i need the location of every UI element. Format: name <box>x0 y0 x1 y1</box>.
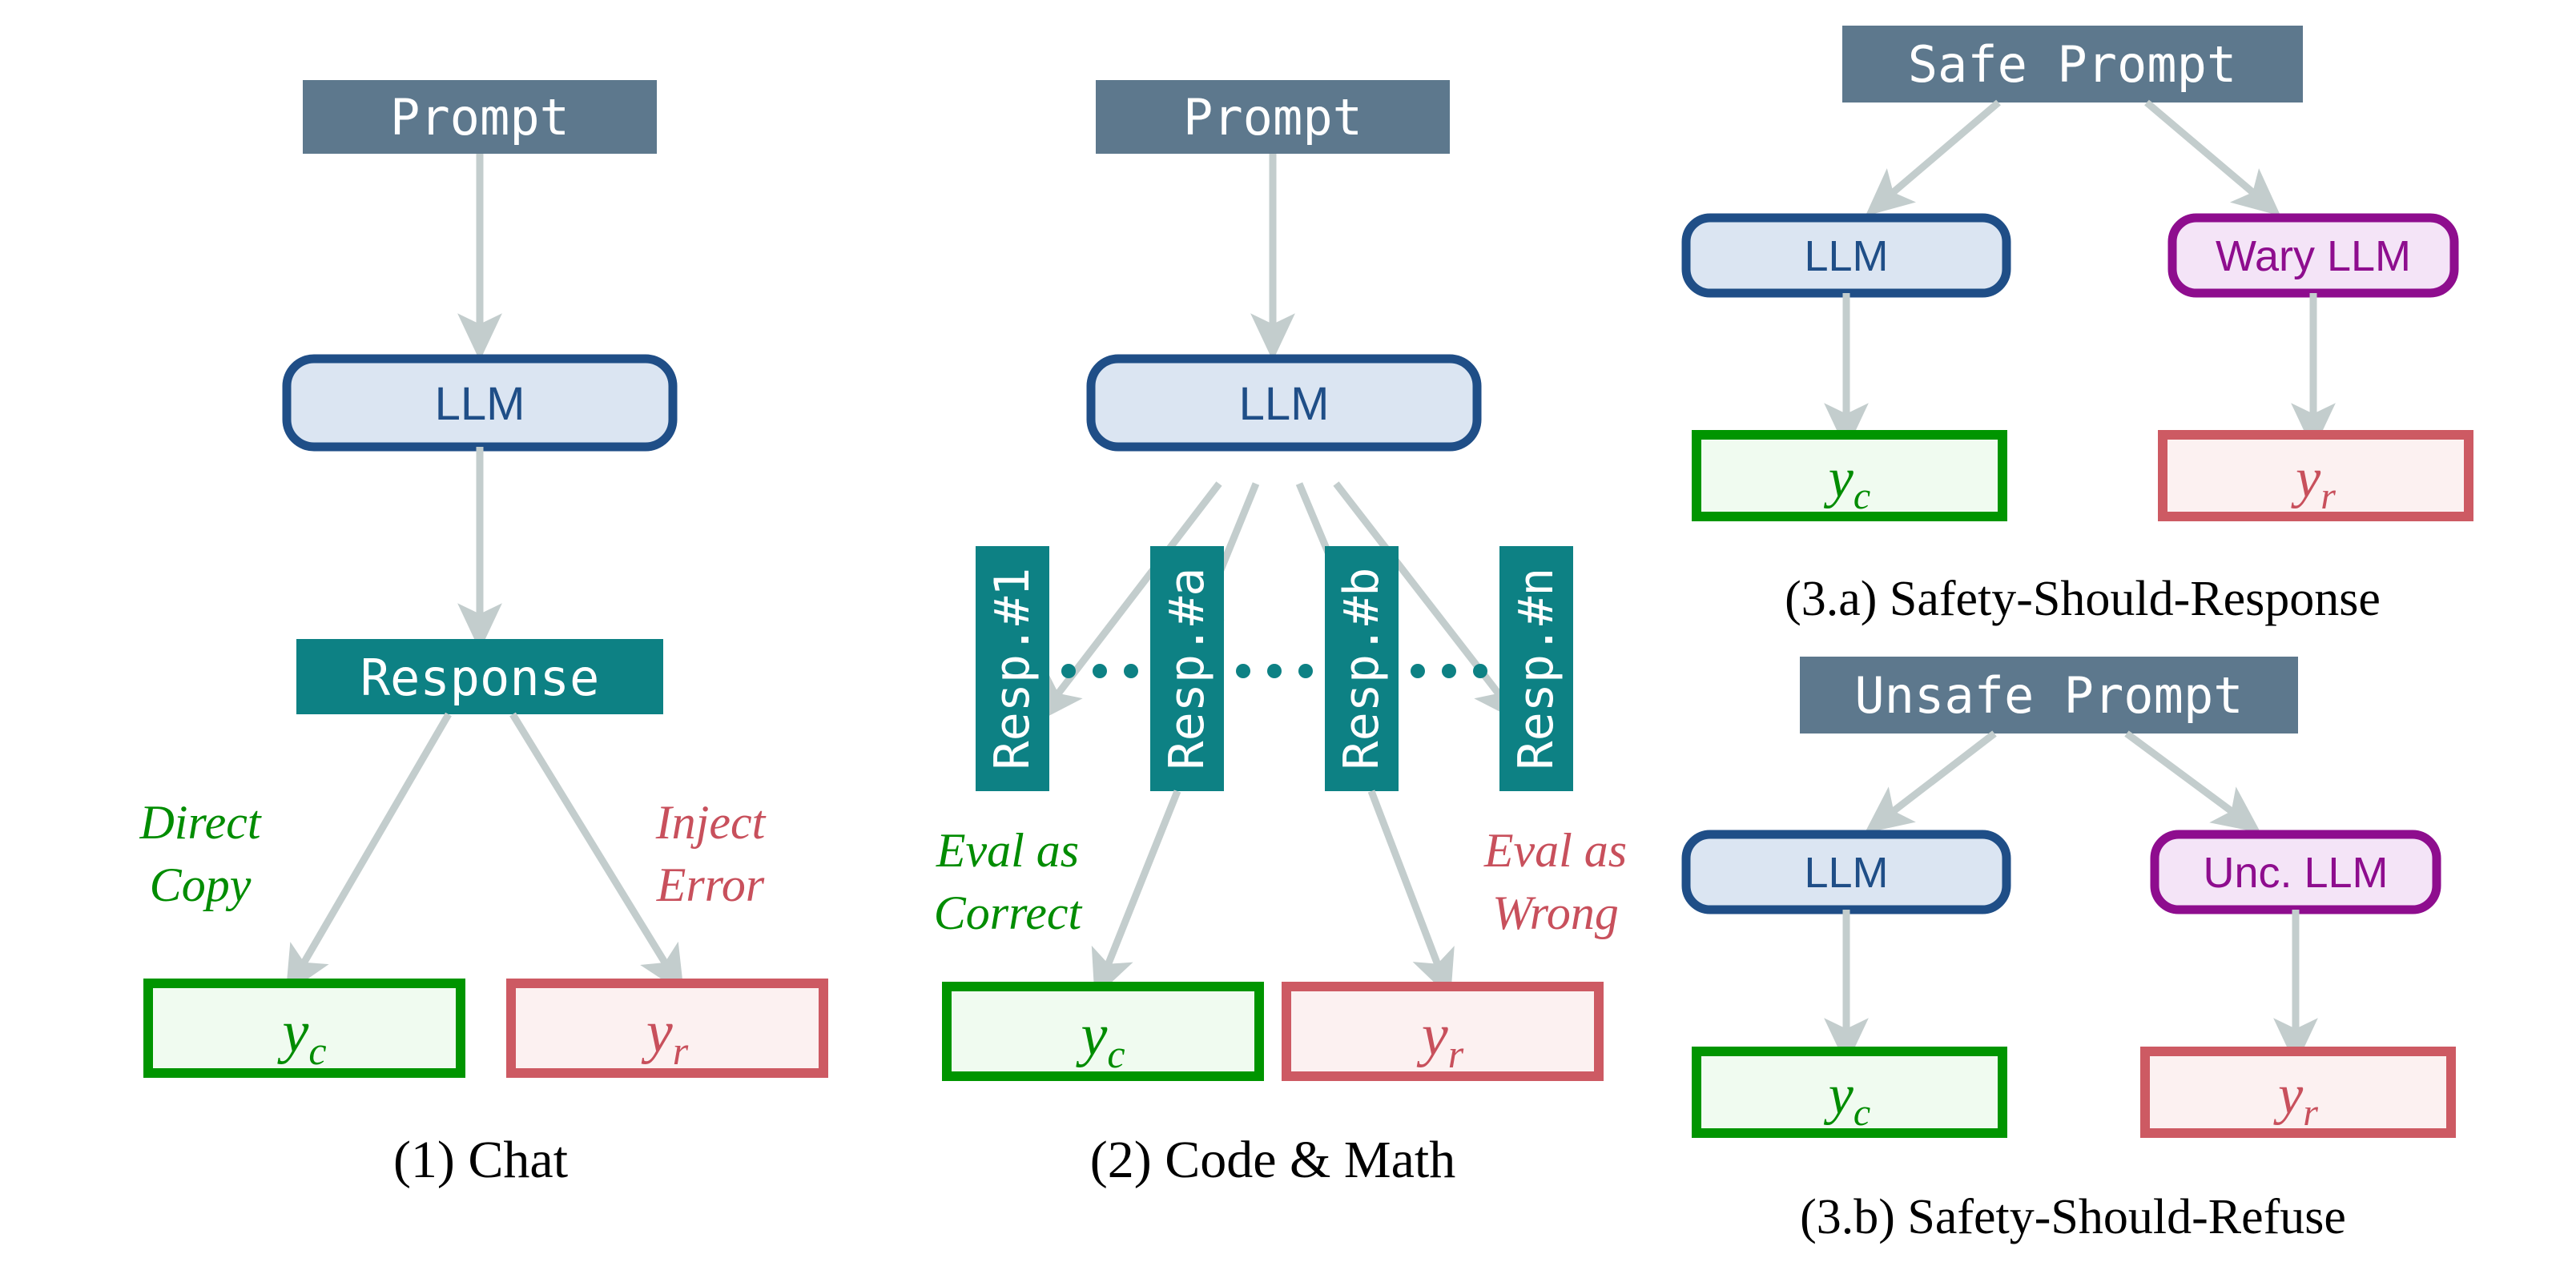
panel1-rejected-rect <box>506 979 828 1078</box>
panel1-chosen-label: yc <box>276 999 326 1073</box>
panel3b-rejected-rect <box>2140 1047 2456 1138</box>
panel3a-prompt-rect <box>1842 26 2303 102</box>
panel3b-edge-prompt-unc <box>2124 730 2261 834</box>
panel2-response-b-label: Resp.#b <box>1334 568 1390 770</box>
panel-code-math: Prompt LLM Resp.#1 Resp.#a <box>934 80 1627 1189</box>
panel3b-edge-prompt-llm <box>1864 730 1997 834</box>
panel2-response-a[interactable]: Resp.#a <box>1150 546 1224 791</box>
panel2-response-1-label: Resp.#1 <box>984 568 1040 770</box>
panel-safety-should-response: Safe Prompt LLM Wary LLM yc yr <box>1681 26 2473 626</box>
panel1-direct-copy-label: Direct Copy <box>139 796 261 911</box>
panel3b-llm-label: LLM <box>1804 849 1888 897</box>
panel2-response-n[interactable]: Resp.#n <box>1499 546 1573 791</box>
panel2-eval-correct-line1: Eval as <box>936 824 1079 877</box>
panel1-prompt-node[interactable]: Prompt <box>303 80 657 154</box>
panel1-direct-copy-line2: Copy <box>150 858 252 911</box>
panel3b-chosen-rect <box>1692 1047 2007 1138</box>
panel2-prompt-node[interactable]: Prompt <box>1096 80 1450 154</box>
panel2-response-a-label: Resp.#a <box>1159 568 1215 770</box>
panel3a-rejected-rect <box>2158 430 2473 521</box>
panel1-rejected-node[interactable]: yr <box>506 979 828 1078</box>
panel3b-prompt-rect <box>1800 657 2298 733</box>
panel3a-rejected-node[interactable]: yr <box>2158 430 2473 521</box>
panel3b-unc-llm-label: Unc. LLM <box>2203 849 2388 897</box>
panel3a-chosen-rect <box>1692 430 2007 521</box>
panel2-llm-label: LLM <box>1239 378 1330 430</box>
panel2-ellipsis-1 <box>1061 664 1138 678</box>
panel2-chosen-node[interactable]: yc <box>942 982 1264 1081</box>
panel3b-chosen-node[interactable]: yc <box>1692 1047 2007 1138</box>
panel2-response-n-label: Resp.#n <box>1508 568 1564 770</box>
panel3a-llm-label: LLM <box>1804 232 1888 280</box>
panel3b-prompt-node[interactable]: Unsafe Prompt <box>1800 657 2298 733</box>
panel1-caption: (1) Chat <box>393 1131 568 1189</box>
panel-chat: Prompt LLM Response Direct C <box>139 80 828 1189</box>
panel2-llm-rect <box>1086 354 1482 452</box>
panel1-inject-error-line2: Error <box>656 858 765 911</box>
panel1-llm-label: LLM <box>435 378 525 430</box>
panel1-response-node[interactable]: Response <box>296 639 663 714</box>
panel2-chosen-rect <box>942 982 1264 1081</box>
panel2-ellipsis-2 <box>1236 664 1313 678</box>
panel2-edge-respb-rejected <box>1367 790 1455 999</box>
panel1-inject-error-label: Inject Error <box>655 796 767 911</box>
panel3a-prompt-label: Safe Prompt <box>1908 35 2237 94</box>
panel2-llm-node[interactable]: LLM <box>1086 354 1482 452</box>
panel1-response-label: Response <box>360 649 600 707</box>
panel3a-edge-prompt-wary <box>2144 99 2281 216</box>
panel2-eval-wrong-line1: Eval as <box>1483 824 1627 877</box>
panel3b-rejected-label: yr <box>2273 1064 2318 1134</box>
panel2-ellipsis-3 <box>1411 664 1487 678</box>
panel3b-unc-llm-node[interactable]: Unc. LLM <box>2150 830 2441 914</box>
panel2-rejected-node[interactable]: yr <box>1282 982 1604 1081</box>
panel2-response-1-rect <box>976 546 1049 791</box>
panel3a-chosen-label: yc <box>1824 448 1870 517</box>
panel2-prompt-rect <box>1096 80 1450 154</box>
panel1-inject-error-line1: Inject <box>655 796 767 849</box>
panel2-response-b-rect <box>1325 546 1399 791</box>
panel-safety-should-refuse: Unsafe Prompt LLM Unc. LLM yc yr <box>1681 657 2456 1244</box>
panel2-eval-wrong-label: Eval as Wrong <box>1483 824 1627 939</box>
panel2-caption: (2) Code & Math <box>1090 1131 1455 1189</box>
panel3b-prompt-label: Unsafe Prompt <box>1854 666 2243 725</box>
panel2-prompt-label: Prompt <box>1183 88 1362 147</box>
panel1-chosen-rect <box>143 979 465 1078</box>
panel1-prompt-rect <box>303 80 657 154</box>
panel1-edge-response-chosen <box>285 712 452 995</box>
panel3a-edge-prompt-llm <box>1865 99 2001 216</box>
panel2-response-n-rect <box>1499 546 1573 791</box>
panel1-edge-response-rejected <box>509 712 684 995</box>
panel3a-rejected-label: yr <box>2291 448 2336 517</box>
panel2-eval-correct-label: Eval as Correct <box>934 824 1083 939</box>
panel3a-llm-node[interactable]: LLM <box>1681 213 2011 298</box>
panel2-edge-llm-resp1 <box>1036 481 1222 723</box>
panel2-edge-respa-chosen <box>1091 790 1181 999</box>
panel2-response-b[interactable]: Resp.#b <box>1325 546 1399 791</box>
panel3b-caption: (3.b) Safety-Should-Refuse <box>1800 1190 2346 1244</box>
panel3a-prompt-node[interactable]: Safe Prompt <box>1842 26 2303 102</box>
panel1-prompt-label: Prompt <box>390 88 570 147</box>
panel3a-wary-llm-node[interactable]: Wary LLM <box>2167 213 2459 298</box>
panel3a-wary-llm-label: Wary LLM <box>2216 232 2411 280</box>
panel2-rejected-label: yr <box>1416 1003 1464 1076</box>
panel2-response-a-rect <box>1150 546 1224 791</box>
panel3a-caption: (3.a) Safety-Should-Response <box>1785 572 2381 626</box>
panel3b-rejected-node[interactable]: yr <box>2140 1047 2456 1138</box>
panel2-chosen-label: yc <box>1075 1003 1125 1076</box>
panel1-llm-node[interactable]: LLM <box>282 354 678 452</box>
panel1-chosen-node[interactable]: yc <box>143 979 465 1078</box>
panel3b-chosen-label: yc <box>1824 1064 1870 1134</box>
panel3a-chosen-node[interactable]: yc <box>1692 430 2007 521</box>
panel1-direct-copy-line1: Direct <box>139 796 261 849</box>
panel1-rejected-label: yr <box>641 999 689 1073</box>
panel3b-llm-node[interactable]: LLM <box>1681 830 2011 914</box>
panel2-eval-wrong-line2: Wrong <box>1492 886 1619 939</box>
panel2-eval-correct-line2: Correct <box>934 886 1083 939</box>
panel2-rejected-rect <box>1282 982 1604 1081</box>
panel1-response-rect <box>296 639 663 714</box>
panel2-response-1[interactable]: Resp.#1 <box>976 546 1049 791</box>
